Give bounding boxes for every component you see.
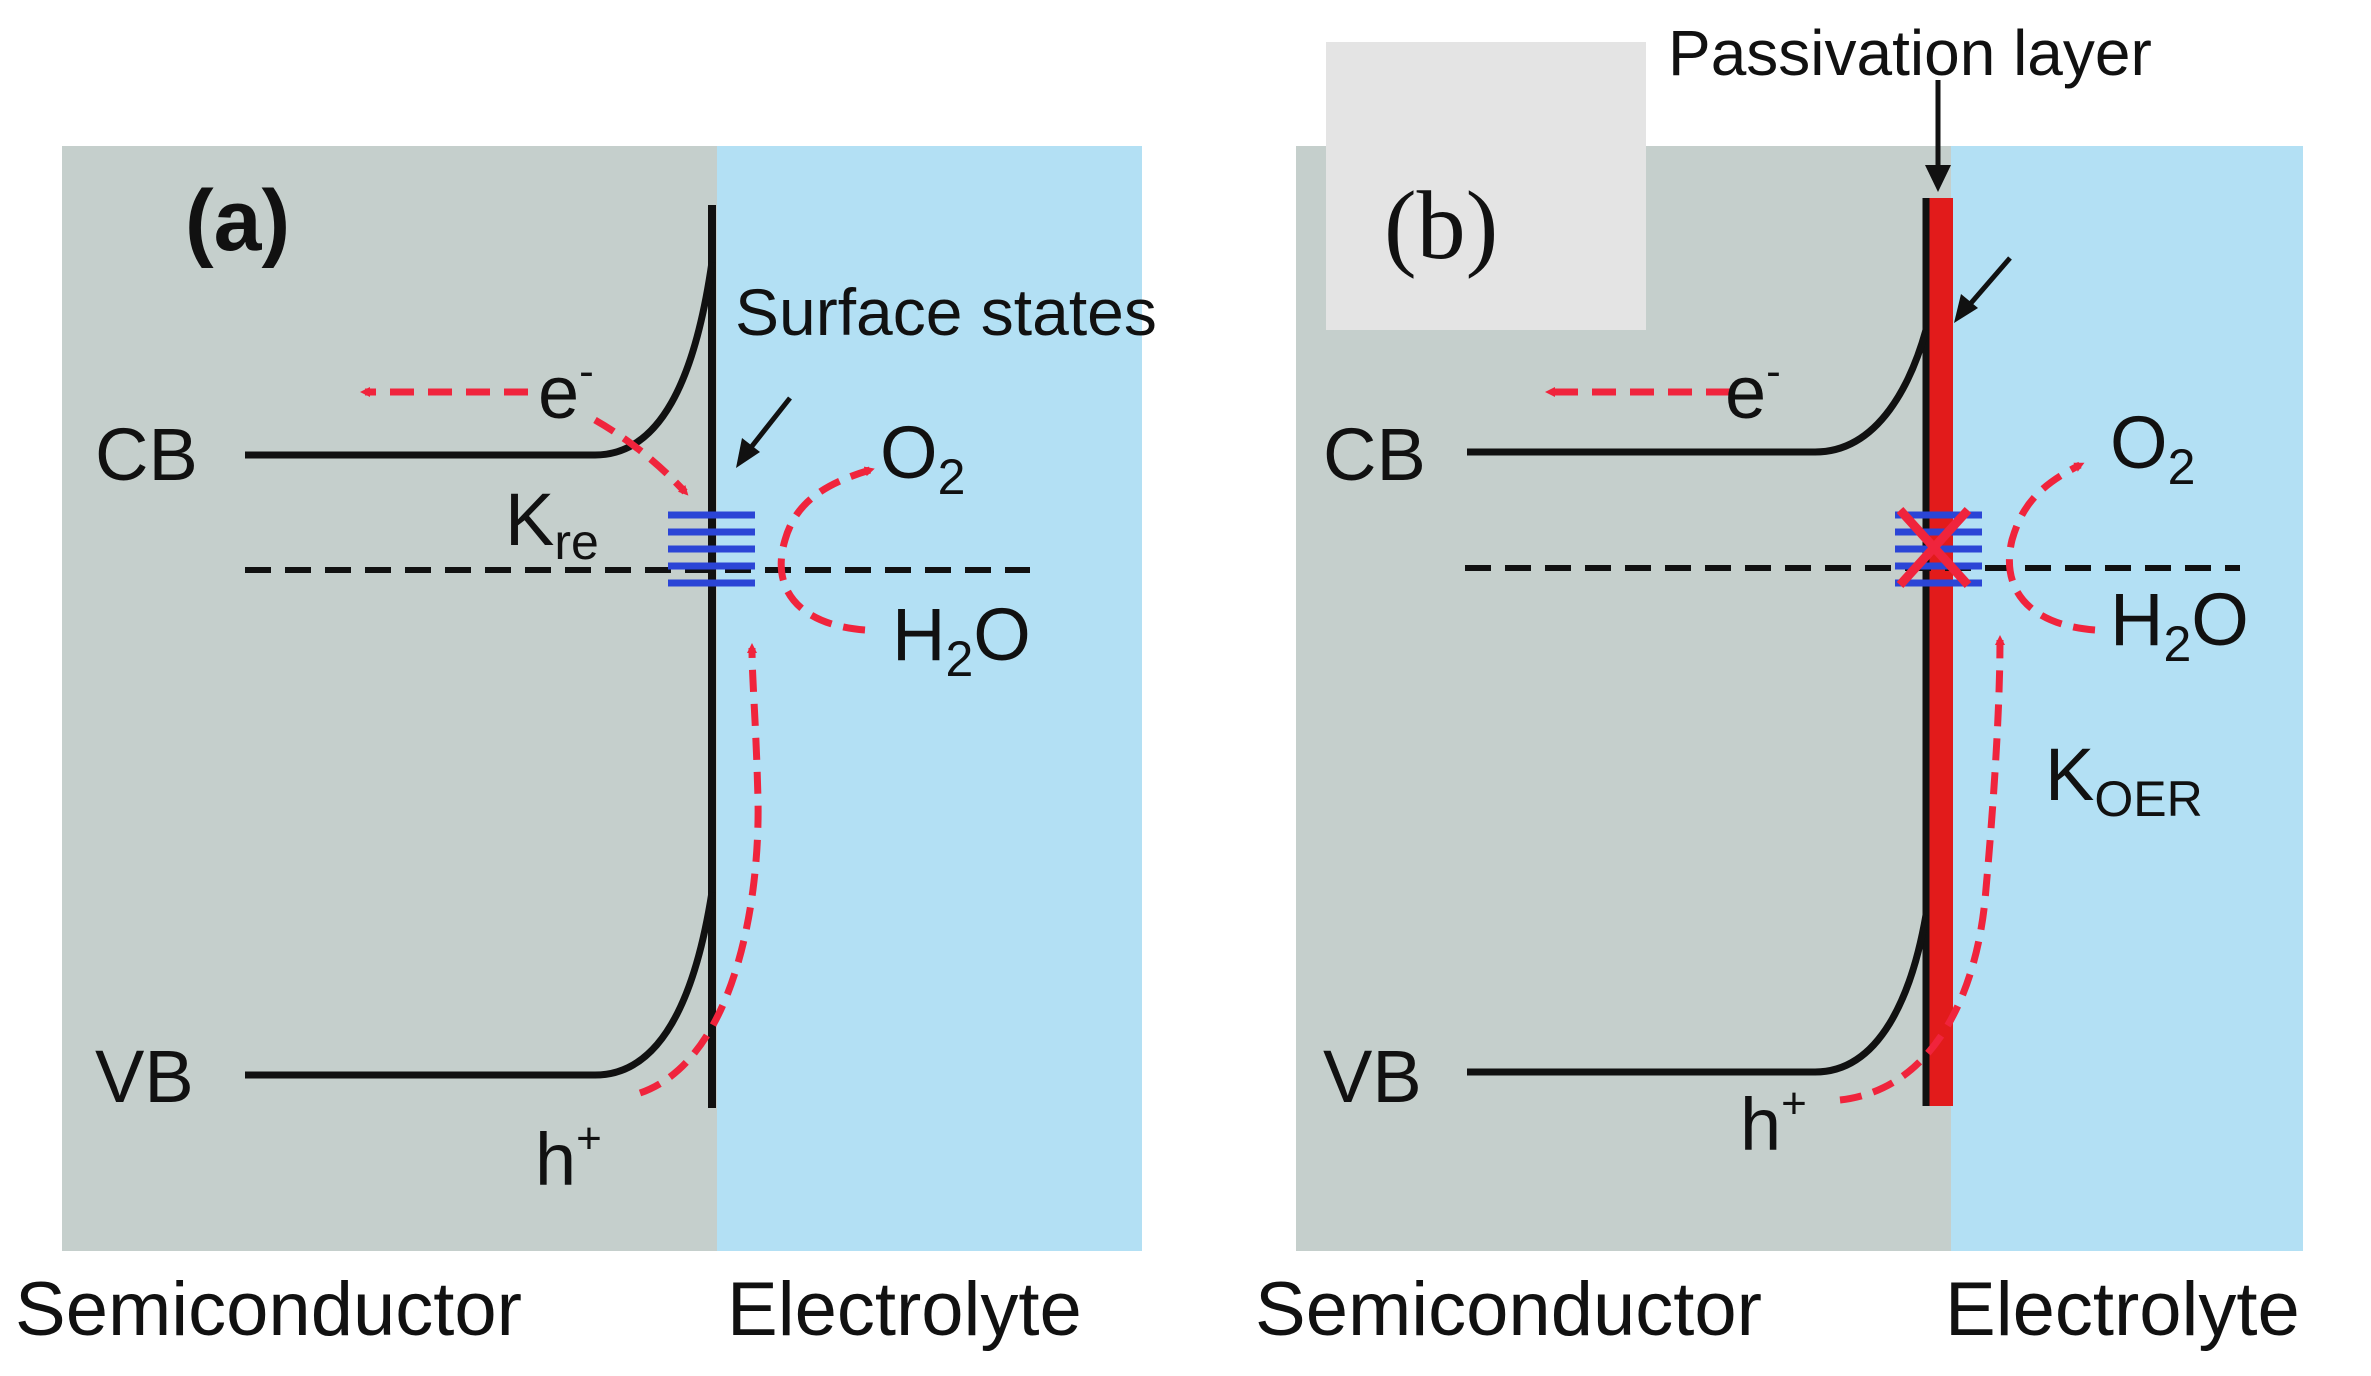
surface-states-pointer-head <box>736 438 760 468</box>
panel-a-cb-label: CB <box>95 413 198 496</box>
panel-a-tag: (a) <box>185 173 290 269</box>
panel-b-semiconductor-label: Semiconductor <box>1255 1267 1762 1352</box>
conduction-band <box>1467 329 1930 456</box>
panel-a-electrolyte-label: Electrolyte <box>727 1267 1082 1352</box>
semiconductor-region <box>62 146 717 1251</box>
panel-a-water-label: H2O <box>892 593 1031 687</box>
hole-transfer-arrow <box>1839 635 2005 1104</box>
panel-a-semiconductor-label: Semiconductor <box>15 1267 522 1352</box>
interface-pointer <box>1963 256 2012 312</box>
panel-b-rate-label: KOER <box>2045 733 2203 827</box>
panel-b-cb-label: CB <box>1323 413 1426 496</box>
panel-b-electrolyte-label: Electrolyte <box>1945 1267 2300 1352</box>
surface-states-pointer <box>743 396 792 457</box>
panel-a-rate-label: Kre <box>505 478 599 570</box>
panel-b-water-label: H2O <box>2110 578 2249 672</box>
water-oxidation-arrow <box>2005 461 2096 634</box>
panel-b-tag: (b) <box>1384 172 1498 280</box>
passivation-layer-label: Passivation layer <box>1668 17 2152 89</box>
panel-a-o2-label: O2 <box>880 411 965 505</box>
water-oxidation-arrow <box>777 466 875 634</box>
panel-b-vb-label: VB <box>1323 1035 1422 1118</box>
valence-band <box>1467 914 1930 1076</box>
interface-pointer-head <box>1954 294 1978 323</box>
surface-states <box>668 511 755 587</box>
panel-b: (b) Passivation lay <box>1255 17 2303 1352</box>
surface-states-label: Surface states <box>735 275 1157 349</box>
blocked-states-cross <box>1896 506 1972 589</box>
valence-band <box>245 891 716 1079</box>
hole-transfer-arrow <box>638 643 762 1097</box>
panel-a-hole-label: h+ <box>535 1114 602 1201</box>
panel-b-hole-label: h+ <box>1740 1079 1807 1166</box>
passivation-pointer-head <box>1925 165 1951 192</box>
conduction-band <box>245 261 716 459</box>
panel-a-vb-label: VB <box>95 1035 194 1118</box>
electrolyte-region <box>1951 146 2303 1251</box>
panel-b-electron-label: e- <box>1725 347 1781 434</box>
panel-a: (a) CB VB e- h+ Kre O2 H2O Surface state… <box>15 146 1157 1352</box>
panel-b-tag-box <box>1326 42 1646 330</box>
electron-recombination-arrow <box>593 416 689 496</box>
panel-b-o2-label: O2 <box>2110 401 2195 495</box>
electrolyte-region <box>717 146 1142 1251</box>
panel-a-electron-label: e- <box>538 347 594 434</box>
